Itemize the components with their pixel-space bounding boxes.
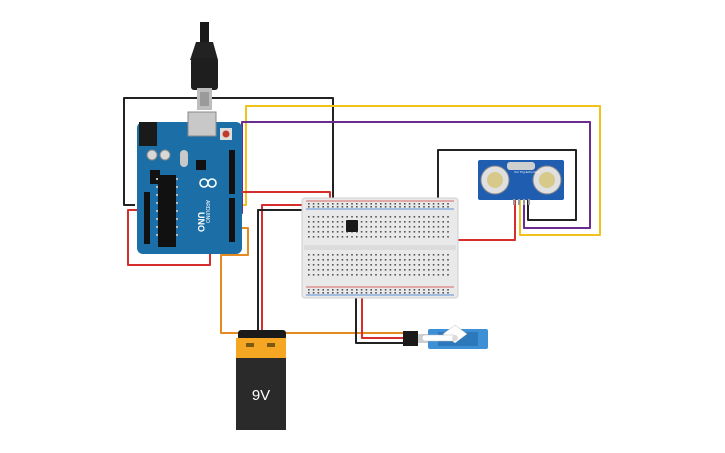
breadboard-chip[interactable]	[346, 220, 358, 232]
usb-cable	[190, 22, 218, 110]
arduino-logo-icon	[199, 178, 217, 188]
arduino-uno-board[interactable]: ARDUINO UNO	[137, 111, 242, 254]
wire-yellow-trig[interactable]	[235, 105, 601, 236]
battery-label: 9V	[252, 387, 270, 404]
breadboard[interactable]	[301, 197, 459, 299]
breadboard-holes	[308, 203, 449, 294]
ultrasonic-sensor[interactable]: Vcc Trig Echo Gnd	[478, 160, 564, 205]
arduino-logo-text: ARDUINO	[204, 200, 210, 223]
arduino-model-text: UNO	[196, 212, 206, 232]
ultrasonic-pin-labels: Vcc Trig Echo Gnd	[514, 170, 539, 174]
wire-black-ultrasonic-gnd[interactable]	[437, 149, 577, 221]
servo-motor[interactable]	[403, 324, 488, 349]
wire-black-gnd-loop[interactable]	[123, 97, 334, 206]
battery-9v[interactable]: 9V	[236, 330, 286, 430]
